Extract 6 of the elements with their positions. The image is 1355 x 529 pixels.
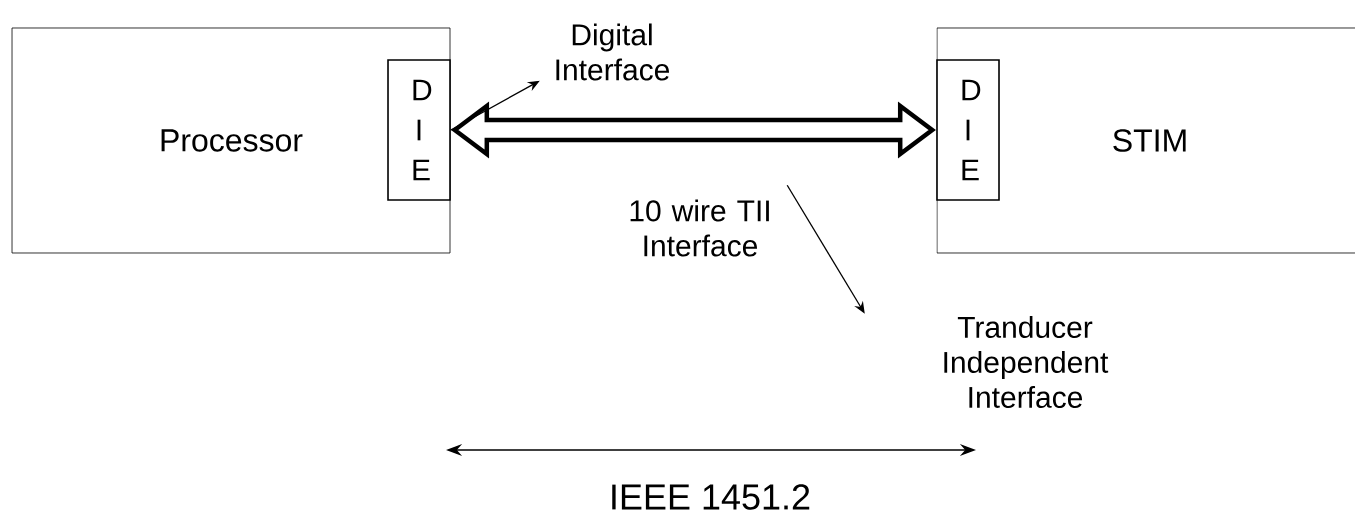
- interface-box: D I E: [387, 59, 451, 201]
- annotation-text: 10 wire TII Interface: [630, 199, 769, 257]
- annotation-text: Digital Interface: [556, 23, 670, 81]
- dimension-label: IEEE 1451.2: [612, 484, 810, 510]
- annotation-text: Tranducer Independent Interface: [944, 316, 1109, 408]
- interface-box: D I E: [936, 59, 1000, 201]
